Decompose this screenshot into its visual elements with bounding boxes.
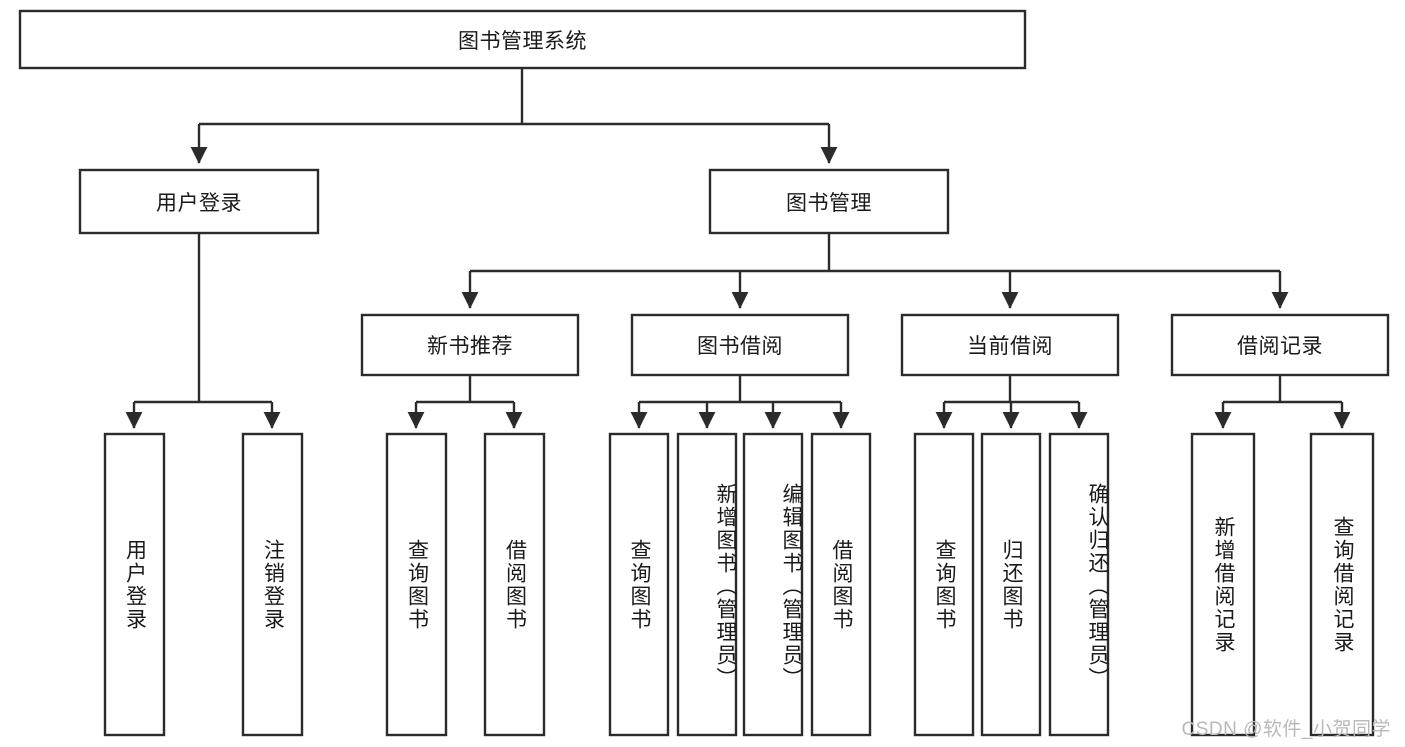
node-box-root[interactable]	[18, 9, 1027, 70]
node-box-leaf-query-borrow-record[interactable]	[1309, 432, 1375, 737]
node-box-leaf-query-book-recommend[interactable]	[385, 432, 448, 737]
node-box-leaf-return-book[interactable]	[980, 432, 1042, 737]
node-box-current-borrow[interactable]	[900, 313, 1120, 377]
node-box-leaf-edit-book-admin[interactable]	[742, 432, 804, 737]
node-box-leaf-add-book-admin[interactable]	[676, 432, 738, 737]
node-box-leaf-query-book-borrow[interactable]	[608, 432, 670, 737]
node-box-leaf-user-login[interactable]	[103, 432, 166, 737]
node-box-book-borrow[interactable]	[630, 313, 850, 377]
node-box-borrow-records[interactable]	[1170, 313, 1390, 377]
node-box-leaf-confirm-return-admin[interactable]	[1048, 432, 1110, 737]
node-box-leaf-user-logout[interactable]	[241, 432, 304, 737]
node-box-leaf-add-borrow-record[interactable]	[1190, 432, 1256, 737]
node-box-leaf-borrow-book[interactable]	[810, 432, 872, 737]
node-box-book-management[interactable]	[708, 168, 950, 235]
node-box-leaf-borrow-book-recommend[interactable]	[483, 432, 546, 737]
node-box-leaf-query-book-current[interactable]	[913, 432, 975, 737]
node-box-user-login[interactable]	[78, 168, 320, 235]
node-box-new-book-recommend[interactable]	[360, 313, 580, 377]
